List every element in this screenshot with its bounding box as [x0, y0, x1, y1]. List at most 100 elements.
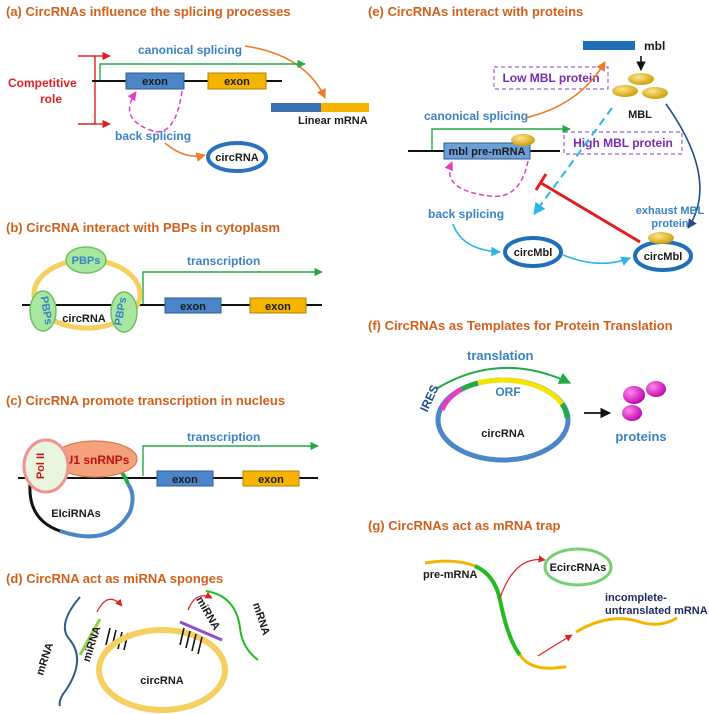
panel-g: (g) CircRNAs act as mRNA trap pre-mRNA E…	[368, 518, 708, 670]
transcription-arrow-c	[142, 441, 319, 476]
pbp-blob-right	[110, 291, 138, 333]
protein-dot-3	[622, 405, 642, 421]
exon-box-c2	[242, 470, 300, 487]
competitive-label-1: Competitive	[8, 76, 77, 90]
canonical-arrow	[244, 45, 326, 99]
exon-label-b2: exon	[265, 301, 291, 313]
exhaust-label-1: exhaust MBL	[636, 205, 705, 217]
circmbl-ring-left	[503, 236, 563, 268]
translation-arrow	[435, 366, 572, 390]
mbl-premrna-box	[443, 142, 531, 160]
trap-arrow-linear	[537, 634, 573, 657]
inhibition-line	[540, 181, 641, 244]
pre-mrna-green	[474, 564, 522, 657]
transcription-label-b: transcription	[187, 254, 260, 268]
back-splice-loop-a	[127, 90, 183, 133]
back-splicing-label: back splicing	[115, 129, 191, 143]
panel-f: (f) CircRNAs as Templates for Protein Tr…	[368, 318, 673, 463]
binding-ticks-right	[179, 627, 203, 655]
panel-e-title: (e) CircRNAs interact with proteins	[368, 4, 583, 19]
exon-label-2: exon	[224, 76, 250, 88]
ecircrna-label: EcircRNAs	[550, 562, 607, 574]
panel-d: (d) CircRNA act as miRNA sponges mRNA mi…	[6, 571, 272, 713]
proteins-label: proteins	[615, 429, 666, 444]
mbl-gene-bar	[583, 41, 635, 50]
back-splicing-arrow-e	[452, 223, 501, 257]
mbl-bound-premrna	[511, 134, 535, 146]
exon-label-c2: exon	[258, 474, 284, 486]
exon-box-b1	[164, 297, 222, 314]
protein-dot-1	[623, 386, 645, 404]
circrna-ring-a	[206, 141, 268, 173]
panel-c: (c) CircRNA promote transcription in nuc…	[6, 393, 319, 539]
exon-box-c1	[156, 470, 214, 487]
mbl-inhibit-dashed-arrow	[533, 107, 613, 215]
mirna-label-right: miRNA	[193, 595, 222, 633]
back-splice-loop-e	[444, 160, 529, 198]
elcirna-label: EIciRNAs	[51, 508, 101, 520]
panel-a-title: (a) CircRNAs influence the splicing proc…	[6, 4, 291, 19]
exon-label-1: exon	[142, 76, 168, 88]
linear-mrna-blue	[271, 103, 321, 112]
circrna-label-d: circRNA	[140, 675, 183, 687]
canonical-arrow-e	[524, 61, 606, 119]
mirna-arrow-right	[187, 591, 213, 611]
inhibition-bar	[534, 173, 548, 191]
panel-d-title: (d) CircRNA act as miRNA sponges	[6, 571, 223, 586]
exon-box-b2	[249, 297, 307, 314]
pbp-blob-top	[65, 246, 107, 274]
canonical-splicing-label: canonical splicing	[138, 43, 242, 57]
pre-mrna-tail	[518, 654, 567, 670]
mrna-label-left: mRNA	[34, 641, 56, 677]
pre-mrna-head	[424, 559, 476, 568]
circrna-label-b: circRNA	[62, 313, 105, 325]
exon-label-b1: exon	[180, 301, 206, 313]
elcirna-black-arc	[28, 483, 61, 533]
mrna-strand-right	[205, 590, 259, 661]
mbl-protein-3	[642, 87, 668, 99]
pol-ii-label: Pol II	[35, 453, 47, 479]
mbl-premrna-label: mbl pre-mRNA	[448, 146, 525, 158]
mbl-protein-2	[612, 85, 638, 97]
trap-arrow-circ	[499, 555, 546, 599]
back-splicing-label-e: back splicing	[428, 207, 504, 221]
mbl-to-circmbl-arrow	[665, 103, 701, 229]
mrna-strand-left	[58, 596, 81, 707]
panel-g-title: (g) CircRNAs act as mRNA trap	[368, 518, 560, 533]
mbl-gene-label: mbl	[644, 39, 665, 53]
mbl-protein-1	[628, 73, 654, 85]
ecircrna-ring	[543, 547, 613, 587]
orf-arc	[477, 377, 565, 406]
canonical-splicing-label-e: canonical splicing	[424, 109, 528, 123]
mbl-label: MBL	[628, 109, 652, 121]
pbp-blob-left	[29, 290, 57, 332]
incomplete-label-1: incomplete-	[605, 592, 667, 604]
pre-mrna-label: pre-mRNA	[423, 569, 477, 581]
pbp-label-right: PBPs	[113, 296, 130, 326]
elcirna-blue-arc	[59, 482, 135, 539]
exhaust-label-2: protein	[651, 218, 689, 230]
linear-mrna-label: Linear mRNA	[298, 115, 368, 127]
panel-f-title: (f) CircRNAs as Templates for Protein Tr…	[368, 318, 673, 333]
competitive-bracket	[78, 55, 96, 125]
circmbl-label-right: circMbl	[644, 251, 683, 263]
transcription-arrow-b	[142, 267, 323, 304]
competitive-label-2: role	[40, 92, 62, 106]
protein-dot-2	[646, 381, 666, 397]
incomplete-label-2: untranslated mRNA	[605, 605, 708, 617]
ires-arc	[439, 386, 464, 412]
pol-ii-blob	[22, 438, 70, 494]
low-mbl-box	[493, 66, 609, 90]
incomplete-mrna-strand	[575, 616, 678, 634]
pbp-label-top: PBPs	[72, 255, 101, 267]
transcription-label-c: transcription	[187, 430, 260, 444]
low-mbl-label: Low MBL protein	[502, 71, 599, 85]
pbp-label-left: PBPs	[38, 295, 55, 325]
circrna-ring-d	[96, 627, 228, 713]
orf-label: ORF	[495, 385, 520, 399]
panel-c-title: (c) CircRNA promote transcription in nuc…	[6, 393, 285, 408]
mirna-arrow-left	[96, 598, 123, 613]
circmbl-transfer-arrow	[562, 254, 631, 266]
circmbl-label-left: circMbl	[514, 247, 553, 259]
back-splicing-arrow	[164, 142, 206, 162]
